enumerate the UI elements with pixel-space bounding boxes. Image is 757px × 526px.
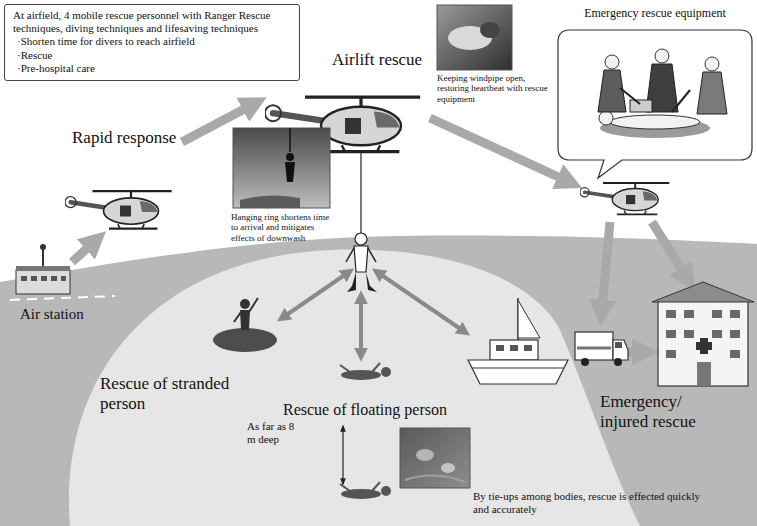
rescue-label: Rescue of floating person (283, 401, 447, 419)
bullet-item: ·Shorten time for divers to reach airfie… (13, 35, 291, 48)
rescue-label: Rescue of stranded person (100, 374, 232, 413)
stage-label: Airlift rescue (332, 50, 422, 70)
depth-note: As far as 8 m deep (247, 420, 302, 445)
place-label: Air station (20, 306, 84, 323)
stage-label: Rapid response (72, 128, 176, 148)
node-text: Emergency rescue equipment (555, 6, 755, 20)
photo-caption: Keeping windpipe open, restoring heartbe… (437, 73, 557, 104)
photo-caption: Hanging ring shortens time to arrival an… (231, 212, 333, 243)
equipment-callout: Emergency rescue equipment (555, 6, 755, 162)
photo-caption: By tie-ups among bodies, rescue is effec… (473, 490, 708, 515)
bullet-item: ·Pre-hospital care (13, 62, 291, 75)
bullet-item: ·Rescue (13, 49, 291, 62)
note-scroll: At airfield, 4 mobile rescue personnel w… (4, 4, 300, 81)
rescue-label: Emergency/ injured rescue (600, 392, 715, 431)
node-text: At airfield, 4 mobile rescue personnel w… (13, 9, 291, 35)
